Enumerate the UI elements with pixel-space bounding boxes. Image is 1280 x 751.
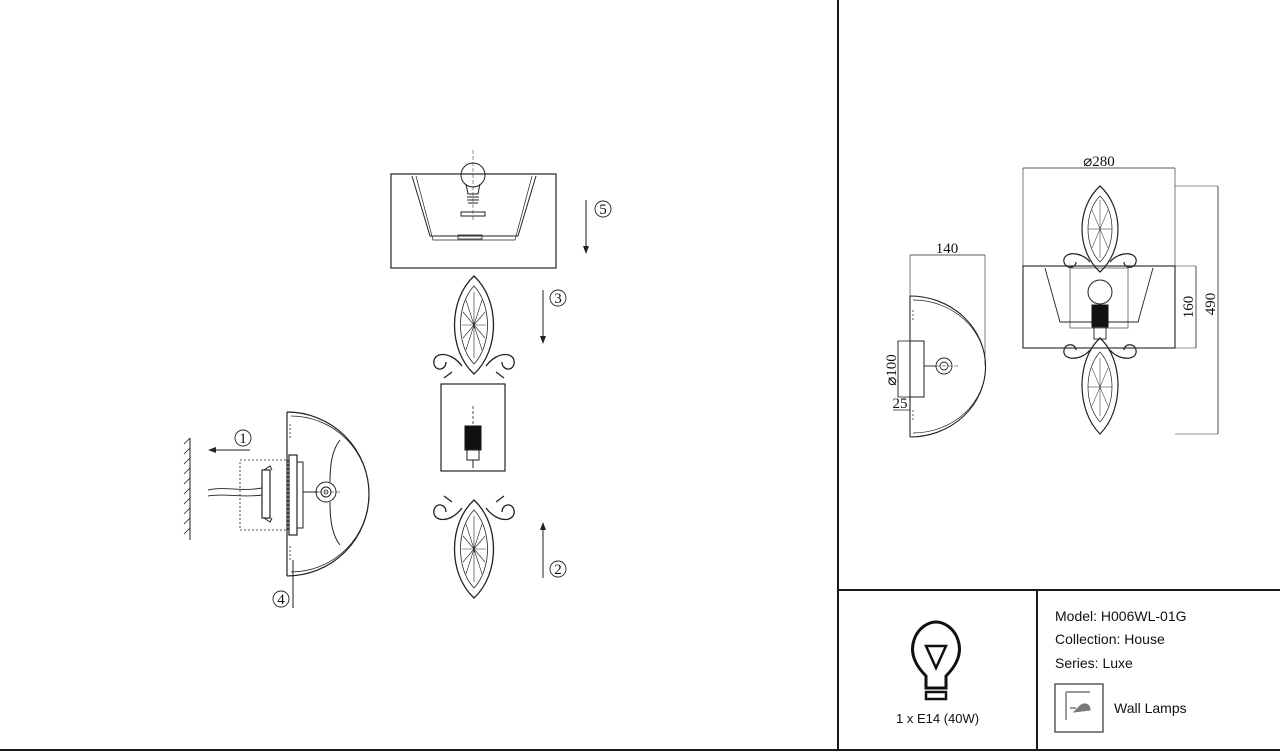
series-label: Series: Luxe (1055, 655, 1133, 671)
dim-shade-diameter: ⌀280 (1083, 154, 1115, 170)
model-label: Model: H006WL-01G (1055, 608, 1187, 624)
dim-plate-depth: 25 (893, 396, 908, 412)
callout-2 (549, 560, 567, 578)
callout-1 (234, 429, 252, 447)
shade-part (390, 150, 557, 269)
light-bulb-icon (911, 620, 961, 701)
callout-3 (549, 289, 567, 307)
callout-4 (272, 590, 290, 608)
divider-horizontal-info (837, 589, 1280, 591)
wall-hatch (183, 437, 191, 540)
upper-ornament (433, 275, 515, 379)
mounting-bracket (239, 459, 289, 531)
bulb-info: 1 x E14 (40W) (896, 711, 980, 726)
callout-5 (594, 200, 612, 218)
divider-vertical-info (1036, 589, 1038, 751)
lower-ornament (433, 495, 515, 599)
wall-lamp-icon (1054, 683, 1104, 733)
callout-4-label: 4 (277, 592, 285, 608)
bottom-border (0, 749, 1280, 751)
socket-box (440, 383, 506, 472)
dim-shade-height: 160 (1181, 296, 1197, 319)
category-label: Wall Lamps (1114, 700, 1187, 716)
callout-5-label: 5 (599, 202, 607, 218)
callout-3-label: 3 (554, 291, 562, 307)
dim-total-height: 490 (1203, 293, 1219, 316)
dim-front-view (1022, 167, 1219, 435)
callout-1-label: 1 (239, 431, 247, 447)
side-view-lamp (286, 411, 370, 608)
dim-depth: 140 (936, 241, 959, 257)
dim-plate-diameter: ⌀100 (884, 354, 900, 386)
supply-wires (207, 487, 263, 497)
dim-side-view (893, 254, 987, 438)
collection-label: Collection: House (1055, 631, 1165, 647)
callout-2-label: 2 (554, 562, 562, 578)
divider-vertical-main (837, 0, 839, 751)
